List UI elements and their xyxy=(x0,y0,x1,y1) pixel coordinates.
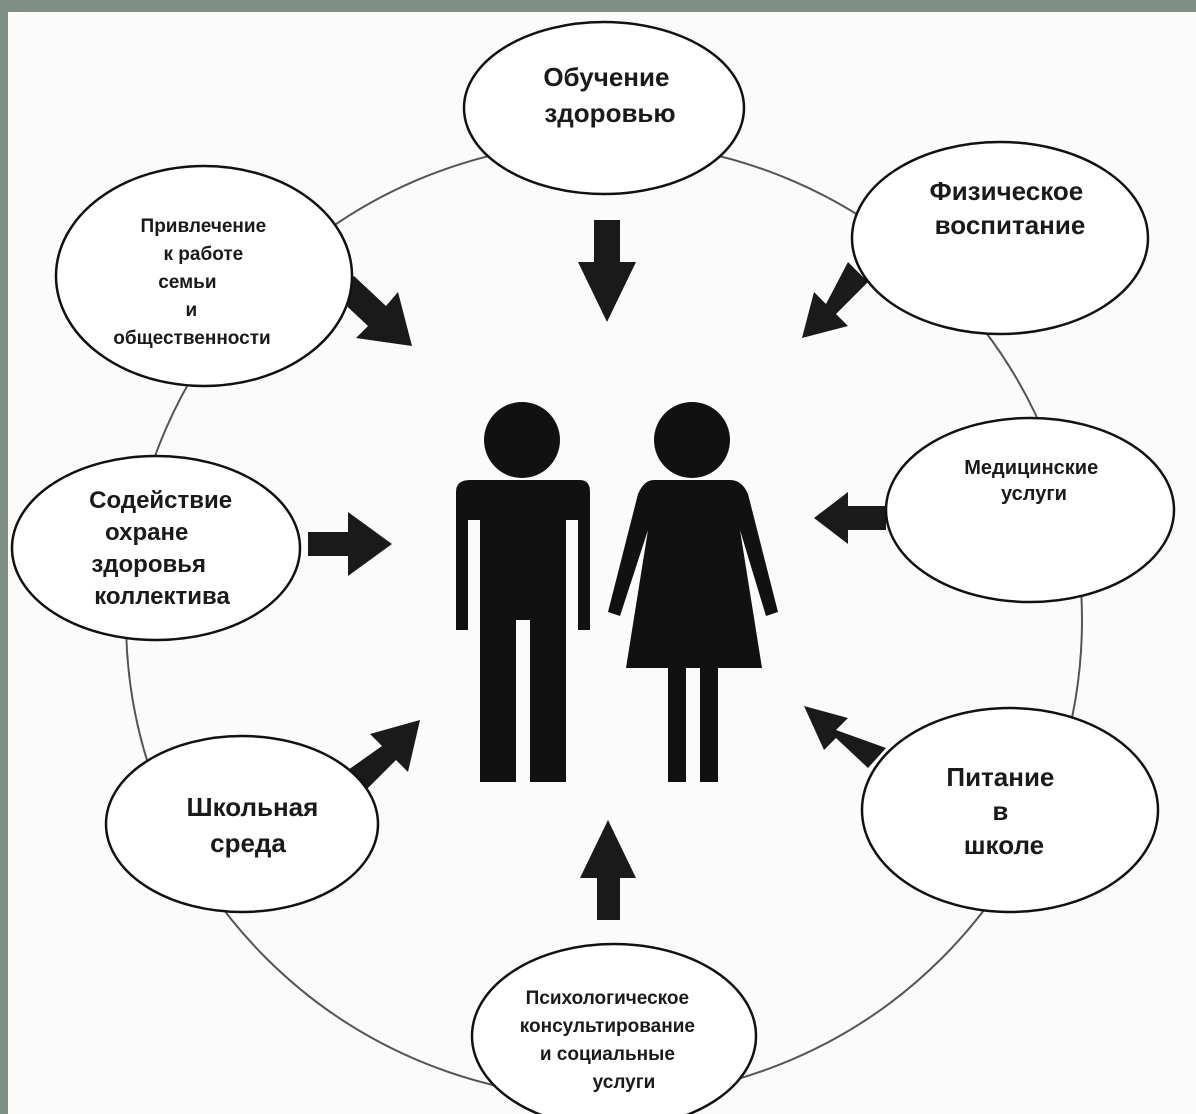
node-school-environment xyxy=(104,734,380,914)
label-medical-services: Медицинские услуги xyxy=(964,457,1104,505)
people-figures xyxy=(456,402,778,782)
node-staff-health xyxy=(10,454,302,642)
label-psych-counseling: Психологическое консультирование и социа… xyxy=(520,988,701,1093)
label-school-nutrition: Питание в школе xyxy=(946,762,1061,860)
arrow-bottom-right xyxy=(804,706,886,768)
arrows xyxy=(308,220,886,920)
arrow-top-left xyxy=(336,276,412,346)
node-medical-services xyxy=(884,416,1176,604)
arrow-bottom xyxy=(580,820,636,920)
male-figure-icon xyxy=(456,402,590,782)
arrow-top xyxy=(578,220,636,322)
label-school-environment: Школьная среда xyxy=(186,792,325,858)
label-staff-health: Содействие охране здоровья коллектива xyxy=(89,487,239,610)
node-psych-counseling xyxy=(470,942,758,1114)
label-health-education: Обучение здоровью xyxy=(543,62,676,128)
arrow-top-right xyxy=(802,262,868,338)
node-physical-education xyxy=(850,140,1150,336)
label-physical-education: Физическое воспитание xyxy=(930,176,1091,240)
label-family-involvement: Привлечение к работе семьи и общественно… xyxy=(113,216,271,349)
female-figure-icon xyxy=(608,402,778,782)
arrow-right xyxy=(814,492,886,544)
arrow-bottom-left xyxy=(348,720,420,790)
node-family-involvement xyxy=(54,164,354,388)
node-health-education xyxy=(462,20,746,196)
node-school-nutrition xyxy=(860,706,1160,914)
arrow-left xyxy=(308,512,392,576)
